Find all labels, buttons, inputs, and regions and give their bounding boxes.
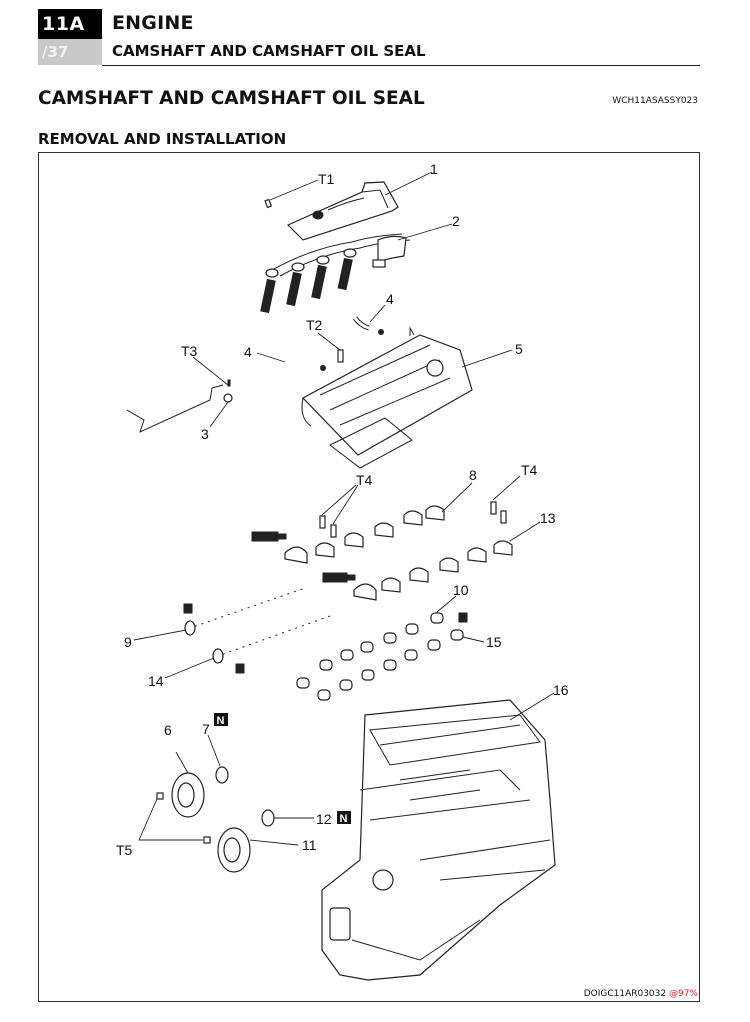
document-code: WCH11ASASSY023 [612,96,698,106]
callout-t4-right: T4 [521,462,538,478]
sealant-tube-part [251,531,356,583]
exhaust-camshaft-part [184,584,307,636]
hydraulic-tappets-part [296,612,464,701]
ignition-coil-harness-part [260,233,411,314]
bolts-t4-part [319,501,507,538]
bearing-caps-upper-part [284,505,445,564]
callout-11: 11 [302,837,317,853]
bolt-t2-part [337,349,344,363]
engine-cover-part [286,181,399,241]
procedure-subtitle: REMOVAL AND INSTALLATION [38,130,287,148]
callout-9: 9 [124,634,132,650]
callout-14: 14 [148,673,164,689]
callout-t3: T3 [181,343,198,359]
callout-3: 3 [201,426,209,442]
callout-8: 8 [469,467,477,483]
svg-text:N: N [340,813,348,825]
intake-camshaft-part [212,612,332,664]
svg-text:N: N [217,715,225,727]
callout-5: 5 [515,341,523,357]
chapter-code: 11A [38,9,102,39]
header-divider [102,65,700,66]
engine-assembly-part [321,699,556,981]
figure-frame [38,152,700,1002]
new-part-badge-12: N [337,811,351,825]
callout-2: 2 [452,213,460,229]
callout-6: 6 [164,722,172,738]
hose-part [272,316,384,388]
section-title: ENGINE [112,12,194,34]
bracket-rod-part [126,379,233,433]
camshaft-sprocket-part [171,772,251,873]
callout-4-upper: 4 [386,291,394,307]
callout-t4-left: T4 [356,472,373,488]
callout-16: 16 [553,682,569,698]
figure-code: DOIGC11AR03032 [583,989,667,999]
callout-13: 13 [540,510,556,526]
callout-15: 15 [486,634,502,650]
page-number: /37 [38,39,102,65]
callout-t5: T5 [116,842,133,858]
callout-4-lower: 4 [244,344,252,360]
page-title: CAMSHAFT AND CAMSHAFT OIL SEAL [38,88,425,109]
callout-7: 7 [202,721,210,737]
new-part-badge-7: N [214,713,228,727]
callout-12: 12 [316,811,332,827]
callout-10: 10 [453,582,469,598]
callout-1: 1 [430,161,438,177]
confidence-mark: @97% [668,989,698,999]
subsection-title: CAMSHAFT AND CAMSHAFT OIL SEAL [112,42,426,60]
callout-t1: T1 [318,171,335,187]
bolt-t1-part [264,198,273,209]
valve-cover-part [301,326,473,469]
leader-lines [133,171,555,846]
cam-sensor-part [183,603,468,674]
callout-t2: T2 [306,317,323,333]
bolts-t5-part [156,792,211,844]
bearing-caps-lower-part [353,540,513,601]
figure-reference: DOIGC11AR03032 @97% [584,989,698,999]
seal-ring-part [215,766,275,827]
